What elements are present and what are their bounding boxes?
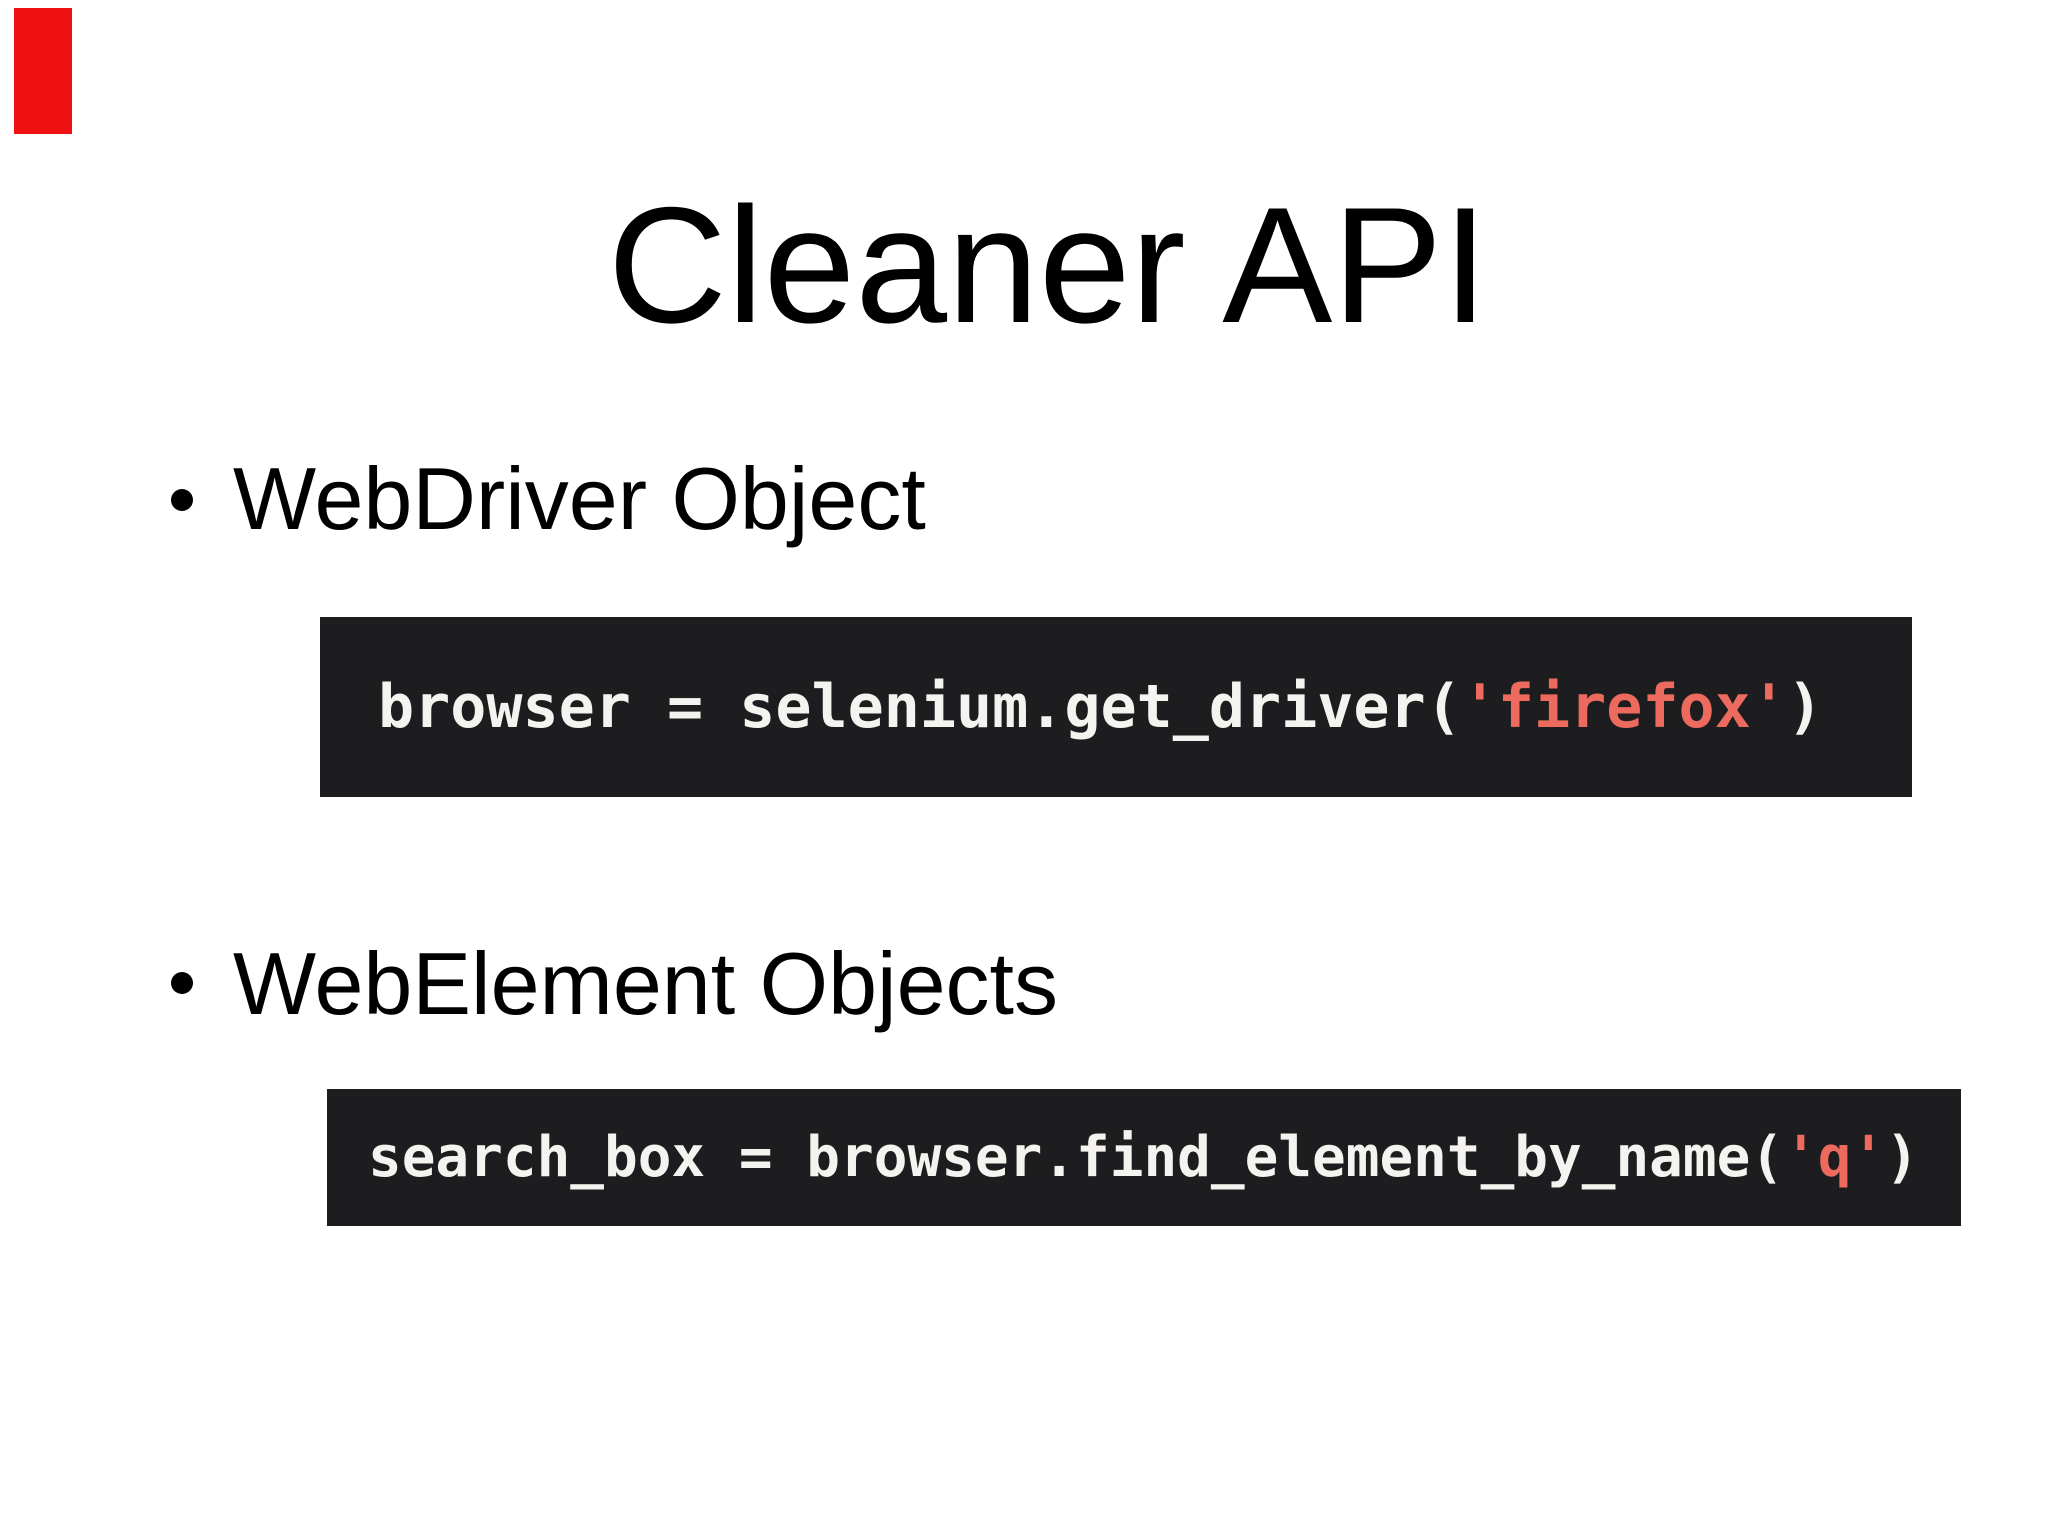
bullet-item-webdriver: WebDriver Object bbox=[171, 455, 926, 543]
code-line-webelement: search_box = browser.find_element_by_nam… bbox=[368, 1125, 1919, 1190]
code-text: search_box = browser.find_element_by_nam… bbox=[368, 1125, 1785, 1190]
code-text: ) bbox=[1786, 672, 1823, 742]
code-string-literal: 'q' bbox=[1784, 1125, 1886, 1190]
code-text: browser = selenium.get_driver( bbox=[378, 672, 1462, 742]
slide-title: Cleaner API bbox=[607, 173, 1489, 357]
code-block-webdriver: browser = selenium.get_driver('firefox') bbox=[320, 617, 1912, 797]
bullet-item-webelement: WebElement Objects bbox=[171, 940, 1058, 1028]
bullet-dot-icon bbox=[171, 489, 193, 511]
code-text: ) bbox=[1885, 1125, 1919, 1190]
bullet-dot-icon bbox=[171, 972, 193, 994]
bullet-label-webdriver: WebDriver Object bbox=[233, 449, 926, 548]
red-corner-marker bbox=[14, 8, 72, 134]
code-string-literal: 'firefox' bbox=[1461, 672, 1787, 742]
code-block-webelement: search_box = browser.find_element_by_nam… bbox=[327, 1089, 1961, 1226]
bullet-label-webelement: WebElement Objects bbox=[233, 934, 1058, 1033]
code-line-webdriver: browser = selenium.get_driver('firefox') bbox=[378, 672, 1823, 742]
